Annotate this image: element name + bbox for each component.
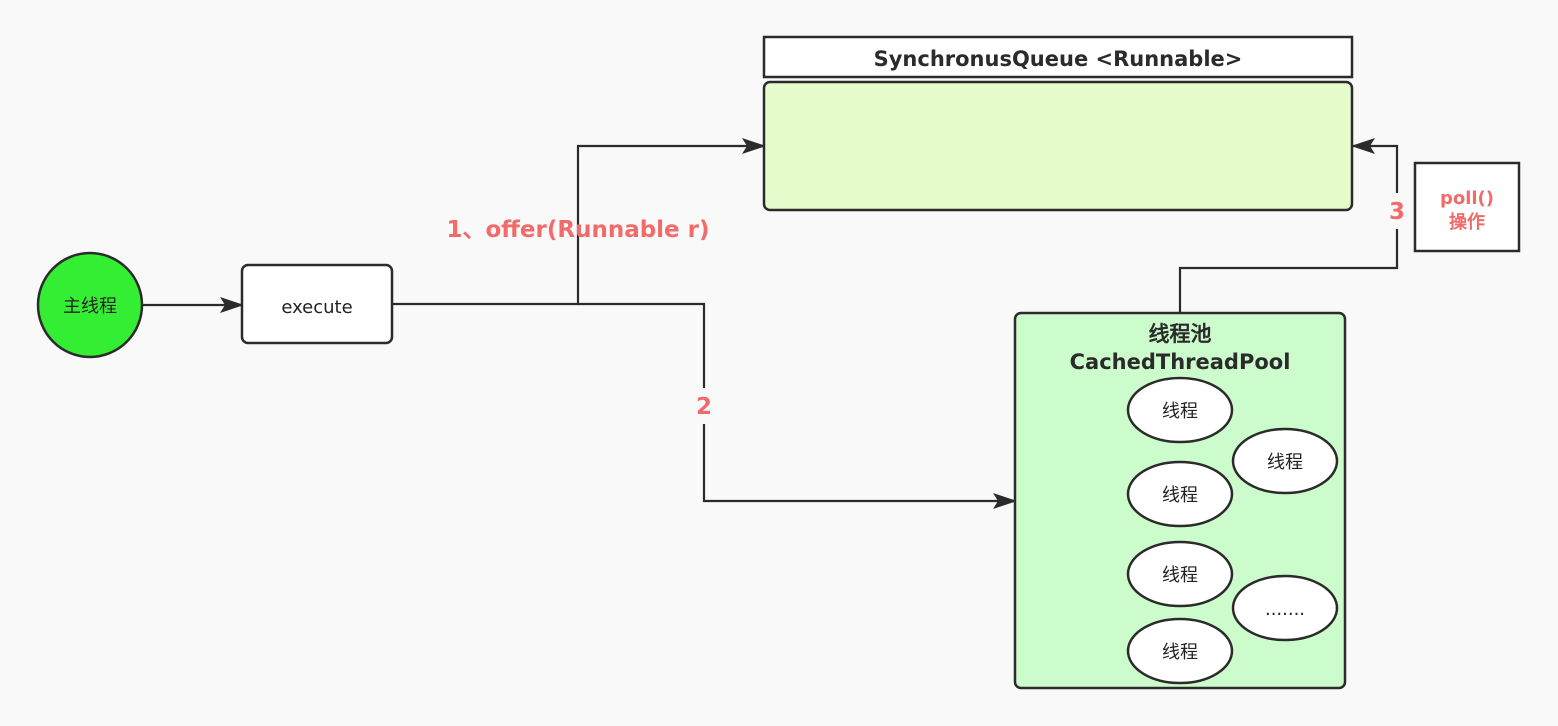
- thread-node: 线程: [1231, 427, 1339, 495]
- arrow-direct-to-pool: [578, 302, 1017, 509]
- execute-node: execute: [240, 263, 394, 345]
- thread-more-node: .......: [1231, 574, 1339, 642]
- thread-node: 线程: [1126, 376, 1234, 444]
- thread-ellipse: [1126, 460, 1234, 528]
- queue-title-box: [762, 35, 1354, 79]
- thread-pool-title-cn: 线程池: [1149, 322, 1212, 346]
- thread-ellipse: [1126, 617, 1234, 685]
- arrow-poll-to-queue: [1178, 138, 1399, 313]
- step-2-label: 2: [696, 394, 712, 420]
- main-thread-node: 主线程: [36, 251, 144, 359]
- thread-pool-title-en: CachedThreadPool: [1070, 350, 1291, 374]
- execute-box: [240, 263, 394, 345]
- thread-more-label: .......: [1265, 599, 1305, 620]
- step-3-label-backdrop: [1385, 193, 1409, 229]
- step-1-offer-label: 1、offer(Runnable r): [446, 217, 709, 243]
- thread-node: 线程: [1126, 460, 1234, 528]
- poll-note-line1: poll(): [1440, 188, 1494, 209]
- thread-node: 线程: [1126, 617, 1234, 685]
- queue-body: [762, 80, 1354, 212]
- thread-label: 线程: [1162, 642, 1198, 663]
- thread-label: 线程: [1162, 401, 1198, 422]
- poll-operation-note: poll() 操作: [1413, 161, 1521, 253]
- poll-note-line2: 操作: [1449, 211, 1485, 233]
- thread-label: 线程: [1162, 485, 1198, 506]
- main-thread-label: 主线程: [63, 296, 117, 317]
- cached-thread-pool: 线程池 CachedThreadPool 线程 线程 线程 线程 .......…: [1013, 311, 1347, 690]
- thread-node: 线程: [1126, 540, 1234, 608]
- thread-label: 线程: [1162, 565, 1198, 586]
- arrow-offer-to-queue: [392, 138, 766, 306]
- execute-label: execute: [281, 297, 352, 318]
- thread-ellipse: [1126, 376, 1234, 444]
- thread-ellipse: [1126, 540, 1234, 608]
- thread-ellipse: [1231, 427, 1339, 495]
- synchronous-queue: SynchronusQueue <Runnable>: [762, 35, 1354, 212]
- step-2-label-backdrop: [692, 388, 718, 424]
- step-3-label: 3: [1389, 199, 1405, 225]
- queue-title: SynchronusQueue <Runnable>: [874, 47, 1243, 71]
- poll-note-box: [1413, 161, 1521, 253]
- thread-more-ellipse: [1231, 574, 1339, 642]
- thread-label: 线程: [1267, 452, 1303, 473]
- main-thread-circle: [36, 251, 144, 359]
